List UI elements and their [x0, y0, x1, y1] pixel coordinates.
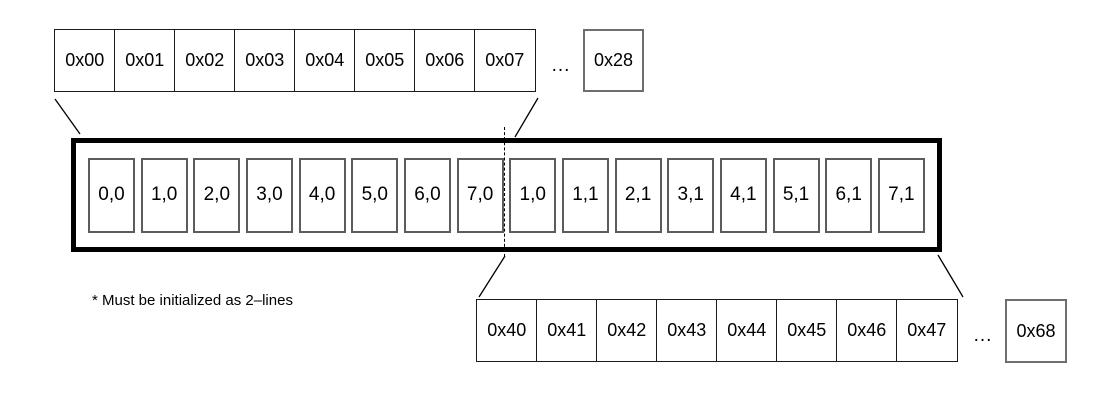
memory-cell: 0x01 — [114, 29, 176, 92]
memory-cell: 0x47 — [896, 299, 958, 362]
memory-cell: 4,0 — [298, 157, 346, 233]
memory-cell: 0x46 — [836, 299, 898, 362]
memory-cell: 7,0 — [456, 157, 504, 233]
memory-cell: 0x41 — [536, 299, 598, 362]
memory-cell: 6,0 — [403, 157, 451, 233]
cache-line-divider-dashed — [504, 127, 505, 257]
top-row-tail-cell: 0x28 — [583, 29, 644, 92]
memory-cell: 0x02 — [174, 29, 236, 92]
memory-cell: 0x03 — [234, 29, 296, 92]
memory-cell: 0x43 — [656, 299, 718, 362]
top-row-ellipsis: ... — [551, 55, 571, 76]
memory-cell: 5,1 — [772, 157, 820, 233]
bottom-row-ellipsis: ... — [973, 325, 993, 346]
connector-line-top-left — [54, 98, 81, 135]
memory-cell: 2,0 — [193, 157, 241, 233]
memory-cell: 4,1 — [719, 157, 767, 233]
memory-cell: 0x07 — [474, 29, 536, 92]
memory-cell: 3,1 — [667, 157, 715, 233]
memory-cell: 0x40 — [476, 299, 538, 362]
memory-cell: 0x42 — [596, 299, 658, 362]
connector-line-bottom-right — [937, 254, 964, 298]
memory-cell: 1,0 — [140, 157, 188, 233]
memory-cell: 6,1 — [825, 157, 873, 233]
memory-cell: 3,0 — [245, 157, 293, 233]
bottom-row-tail-cell: 0x68 — [1005, 299, 1067, 363]
memory-cell: 0x00 — [54, 29, 116, 92]
memory-cell: 7,1 — [877, 157, 925, 233]
memory-cell: 0x44 — [716, 299, 778, 362]
memory-cell: 2,1 — [614, 157, 662, 233]
memory-cell: 1,1 — [561, 157, 609, 233]
memory-cell: 0x06 — [414, 29, 476, 92]
connector-line-bottom-left — [478, 255, 506, 298]
memory-cell: 0x04 — [294, 29, 356, 92]
memory-cell: 5,0 — [351, 157, 399, 233]
footnote-text: * Must be initialized as 2–lines — [92, 292, 293, 309]
memory-cell: 1,0 — [509, 157, 557, 233]
memory-cell: 0x05 — [354, 29, 416, 92]
memory-cell: 0,0 — [88, 157, 135, 233]
memory-cell: 0x45 — [776, 299, 838, 362]
connector-line-top-right — [514, 97, 539, 138]
